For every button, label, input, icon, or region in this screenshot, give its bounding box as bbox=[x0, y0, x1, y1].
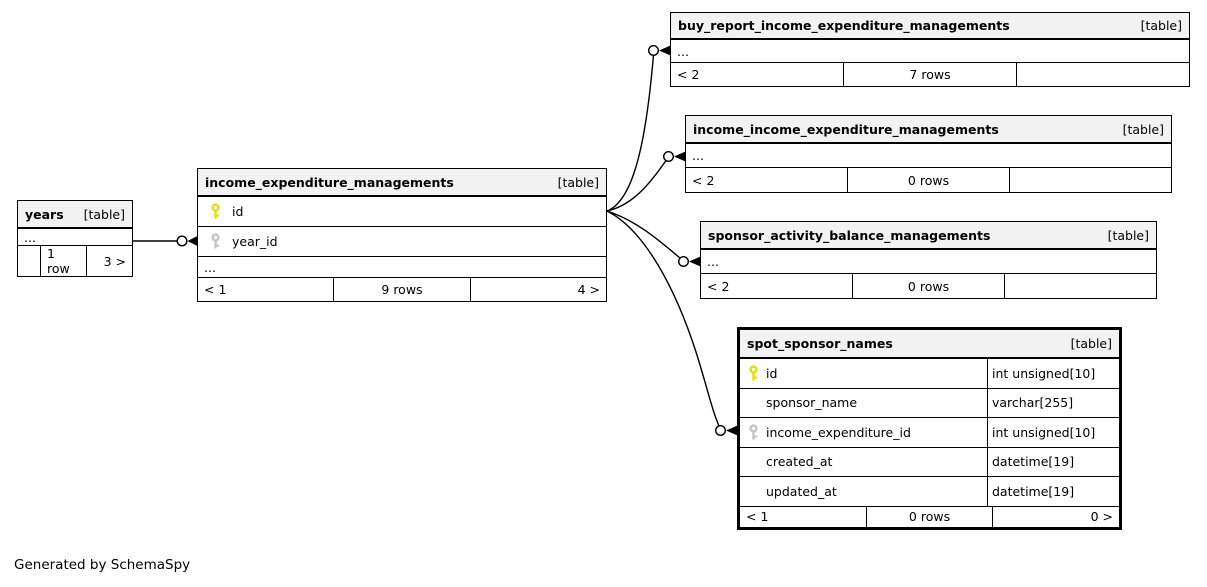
table-tag: [table] bbox=[1122, 121, 1164, 137]
table-node-years[interactable]: years [table] ... 1 row 3 > bbox=[17, 200, 133, 277]
footer-rows-count: 7 rows bbox=[843, 63, 1016, 86]
column-type: datetime[19] bbox=[987, 477, 1119, 506]
table-node-buy_report_income_expenditure_managements[interactable]: buy_report_income_expenditure_management… bbox=[670, 12, 1190, 87]
table-name[interactable]: sponsor_activity_balance_managements bbox=[708, 227, 991, 243]
footer-left: < 1 bbox=[204, 282, 227, 297]
footer-rows-count: 0 rows bbox=[852, 274, 1004, 298]
footer-right bbox=[1004, 274, 1156, 298]
relationship-circle-icon bbox=[176, 235, 188, 247]
table-node-sponsor_activity_balance_managements[interactable]: sponsor_activity_balance_managements [ta… bbox=[700, 221, 1157, 299]
ellipsis-row: ... bbox=[18, 229, 132, 246]
table-header[interactable]: years [table] bbox=[18, 201, 132, 229]
column-row-id: id int unsigned[10] bbox=[740, 359, 1119, 389]
relationship-line-iem-buy bbox=[606, 54, 655, 212]
table-footer: < 1 0 rows 0 > bbox=[740, 506, 1119, 527]
footer-rows-count: 0 rows bbox=[847, 168, 1009, 192]
footer-rows-count: 9 rows bbox=[333, 278, 469, 301]
column-row-sponsor_name: sponsor_name varchar[255] bbox=[740, 388, 1119, 418]
table-tag: [table] bbox=[83, 206, 125, 222]
table-node-income_expenditure_managements[interactable]: income_expenditure_managements [table] i… bbox=[197, 168, 607, 302]
table-footer: < 1 9 rows 4 > bbox=[198, 278, 606, 301]
column-row-created_at: created_at datetime[19] bbox=[740, 447, 1119, 477]
column-type: int unsigned[10] bbox=[987, 418, 1119, 447]
footer-right bbox=[1009, 168, 1171, 192]
column-name: id bbox=[766, 365, 778, 381]
table-name[interactable]: years bbox=[25, 206, 64, 222]
footer-right: 3 > bbox=[86, 246, 132, 276]
footer-rows-count: 0 rows bbox=[865, 506, 993, 527]
table-node-spot_sponsor_names[interactable]: spot_sponsor_names [table] id int unsign… bbox=[737, 327, 1122, 530]
column-type: datetime[19] bbox=[987, 447, 1119, 476]
footer-left: < 2 bbox=[707, 278, 730, 294]
relationship-arrow-icon bbox=[726, 425, 738, 436]
table-header[interactable]: income_income_expenditure_managements [t… bbox=[686, 116, 1171, 144]
primary-key-icon bbox=[198, 203, 232, 220]
column-name: created_at bbox=[766, 454, 833, 470]
column-row-year_id: year_id bbox=[198, 227, 606, 257]
table-header[interactable]: buy_report_income_expenditure_management… bbox=[671, 13, 1189, 40]
footer-left: < 1 bbox=[746, 509, 769, 525]
table-name[interactable]: income_expenditure_managements bbox=[205, 174, 454, 190]
footer-right: 4 > bbox=[469, 278, 606, 301]
table-name[interactable]: income_income_expenditure_managements bbox=[693, 121, 999, 137]
table-tag: [table] bbox=[1107, 227, 1149, 243]
relationship-arrow-icon bbox=[674, 151, 686, 162]
column-name: year_id bbox=[232, 234, 278, 249]
primary-key-icon bbox=[740, 365, 766, 382]
table-header[interactable]: income_expenditure_managements [table] bbox=[198, 169, 606, 197]
column-row-id: id bbox=[198, 197, 606, 227]
table-tag: [table] bbox=[1140, 18, 1182, 33]
table-name[interactable]: spot_sponsor_names bbox=[747, 336, 893, 351]
column-name: income_expenditure_id bbox=[766, 424, 911, 440]
ellipsis-row: ... bbox=[701, 250, 1156, 274]
footer-left bbox=[18, 246, 40, 276]
ellipsis-row: ... bbox=[198, 257, 606, 278]
relationship-arrow-icon bbox=[689, 256, 701, 267]
table-footer: < 2 0 rows bbox=[686, 168, 1171, 192]
footer-left: < 2 bbox=[692, 172, 715, 188]
relationship-circle-icon bbox=[678, 256, 690, 268]
table-tag: [table] bbox=[1070, 336, 1112, 351]
column-name: updated_at bbox=[766, 483, 837, 499]
relationship-circle-icon bbox=[715, 425, 727, 437]
foreign-key-icon bbox=[740, 424, 766, 441]
table-header[interactable]: sponsor_activity_balance_managements [ta… bbox=[701, 222, 1156, 250]
relationship-arrow-icon bbox=[187, 236, 198, 246]
table-tag: [table] bbox=[557, 174, 599, 190]
relationship-line-iem-sabm bbox=[606, 210, 684, 262]
ellipsis-row: ... bbox=[671, 40, 1189, 63]
relationship-arrow-icon bbox=[659, 45, 671, 56]
column-name: sponsor_name bbox=[766, 395, 858, 411]
column-type: varchar[255] bbox=[987, 388, 1119, 417]
column-type: int unsigned[10] bbox=[987, 359, 1119, 388]
table-footer: < 2 0 rows bbox=[701, 274, 1156, 298]
generator-credit: Generated by SchemaSpy bbox=[14, 557, 191, 573]
column-name: id bbox=[232, 204, 244, 219]
relationship-line-iem-iiem bbox=[606, 156, 670, 212]
table-footer: 1 row 3 > bbox=[18, 246, 132, 276]
footer-right bbox=[1016, 63, 1189, 86]
table-node-income_income_expenditure_managements[interactable]: income_income_expenditure_managements [t… bbox=[685, 115, 1172, 193]
table-footer: < 2 7 rows bbox=[671, 63, 1189, 86]
column-row-income_expenditure_id: income_expenditure_id int unsigned[10] bbox=[740, 418, 1119, 448]
ellipsis-row: ... bbox=[686, 144, 1171, 168]
relationship-circle-icon bbox=[648, 45, 660, 57]
relationship-line-iem-spot bbox=[606, 210, 721, 429]
footer-right: 0 > bbox=[992, 506, 1119, 527]
footer-left: < 2 bbox=[677, 67, 700, 82]
footer-rows-count: 1 row bbox=[40, 246, 86, 276]
column-row-updated_at: updated_at datetime[19] bbox=[740, 477, 1119, 507]
table-header[interactable]: spot_sponsor_names [table] bbox=[740, 330, 1119, 359]
foreign-key-icon bbox=[198, 233, 232, 250]
relationship-circle-icon bbox=[663, 150, 675, 162]
table-name[interactable]: buy_report_income_expenditure_management… bbox=[678, 18, 1010, 33]
